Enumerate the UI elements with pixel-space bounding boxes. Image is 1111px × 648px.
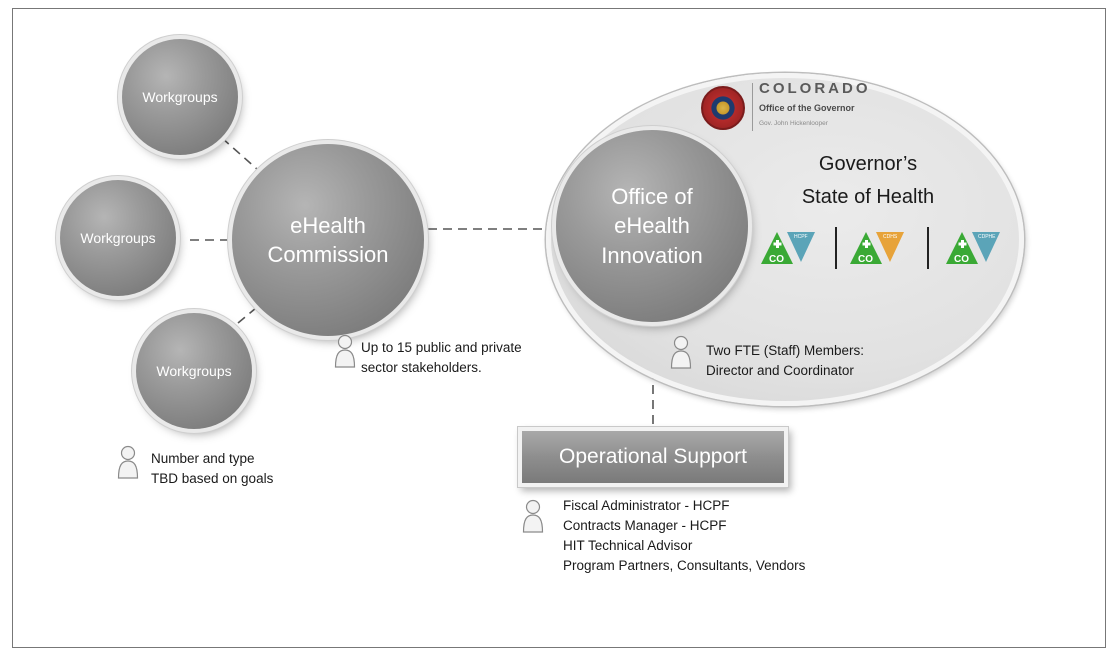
note-line: Program Partners, Consultants, Vendors: [563, 558, 806, 573]
note-line: TBD based on goals: [151, 471, 274, 486]
person-icon: [670, 335, 692, 369]
co-cdphe-logo-icon: CO CDPHE: [946, 232, 1000, 265]
office-label-line1: Office of: [611, 184, 693, 210]
governor-state-of-health-heading: Governor’s State of Health: [756, 148, 980, 214]
connector-workgroup-top: [221, 137, 259, 171]
operational-support-note: Fiscal Administrator - HCPF Contracts Ma…: [563, 496, 805, 576]
colorado-logo-governor: Gov. John Hickenlooper: [759, 120, 828, 127]
note-line: Fiscal Administrator - HCPF: [563, 498, 730, 513]
operational-support-label: Operational Support: [559, 445, 747, 468]
heading-line2: State of Health: [801, 186, 935, 208]
person-icon: [522, 499, 544, 533]
note-line: Number and type: [151, 451, 255, 466]
commission-label-line2: Commission: [267, 242, 389, 267]
logo-tag: CDHS: [883, 234, 898, 240]
person-icon: [334, 334, 356, 368]
logo-tag: CDPHE: [978, 234, 996, 240]
agency-logo-divider: [927, 227, 929, 269]
office-label-line2: eHealth: [614, 213, 690, 239]
operational-support-box: Operational Support: [518, 427, 788, 487]
note-line: HIT Technical Advisor: [563, 538, 693, 553]
commission-members-note: Up to 15 public and private sector stake…: [361, 338, 522, 378]
heading-line1: Governor’s: [818, 153, 918, 175]
note-line: Up to 15 public and private: [361, 340, 522, 355]
note-line: Director and Coordinator: [706, 363, 854, 378]
co-hcpf-logo-icon: CO HCPF: [761, 232, 815, 265]
workgroup-node-top: Workgroups: [122, 39, 238, 155]
colorado-seal-icon: [701, 86, 745, 130]
note-line: Contracts Manager - HCPF: [563, 518, 727, 533]
workgroups-note: Number and type TBD based on goals: [151, 449, 273, 489]
office-staff-note: Two FTE (Staff) Members: Director and Co…: [706, 341, 864, 381]
note-line: sector stakeholders.: [361, 360, 482, 375]
co-cdhs-logo-icon: CO CDHS: [850, 232, 904, 265]
commission-label-line1: eHealth: [290, 212, 366, 238]
workgroup-node-bottom: Workgroups: [136, 313, 252, 429]
connector-workgroup-bottom: [237, 302, 263, 324]
workgroup-label: Workgroups: [80, 230, 156, 246]
logo-abbrev: CO: [954, 254, 969, 265]
workgroup-label: Workgroups: [142, 89, 218, 105]
workgroup-label: Workgroups: [156, 363, 232, 379]
note-line: Two FTE (Staff) Members:: [706, 343, 865, 358]
office-ehealth-innovation-node: Office of eHealth Innovation: [556, 130, 748, 322]
logo-abbrev: CO: [858, 254, 873, 265]
logo-divider: [752, 83, 753, 131]
logo-tag: HCPF: [794, 234, 808, 240]
ehealth-commission-node: eHealth Commission: [232, 144, 424, 336]
logo-abbrev: CO: [769, 254, 784, 265]
person-icon: [117, 445, 139, 479]
colorado-logo-title: COLORADO: [759, 80, 871, 97]
agency-logo-divider: [835, 227, 837, 269]
workgroup-node-middle: Workgroups: [60, 180, 176, 296]
colorado-logo-subtitle: Office of the Governor: [759, 103, 855, 113]
office-label-line3: Innovation: [601, 242, 703, 268]
